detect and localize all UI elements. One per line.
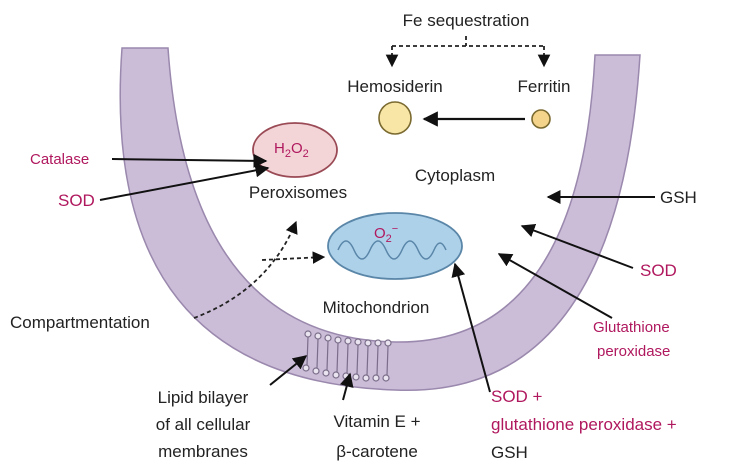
hemosiderin-granule — [378, 101, 412, 135]
sod-right-arrow — [520, 223, 634, 269]
compartmentation-to-peroxisome-arrow — [193, 220, 298, 319]
glutathione-peroxidase-label-line1: Glutathione — [593, 319, 670, 336]
sod-left-arrow — [99, 163, 270, 201]
lipid-bilayer-detail — [302, 330, 392, 382]
ferritin-label: Ferritin — [518, 77, 571, 96]
vitamin-line1: Vitamin E + — [333, 412, 420, 431]
compartmentation-to-mito-arrow — [261, 251, 326, 264]
sod-left-label: SOD — [58, 191, 95, 210]
lipid-bilayer-arrow — [269, 355, 308, 386]
gsh-right-label: GSH — [660, 188, 697, 207]
compartmentation-label: Compartmentation — [10, 313, 150, 332]
mitochondrion — [327, 212, 463, 280]
lipid-bilayer-line2: of all cellular — [156, 415, 251, 434]
catalase-arrow — [111, 153, 268, 168]
fe-sequestration-label: Fe sequestration — [403, 11, 530, 30]
catalase-label: Catalase — [30, 151, 89, 168]
h2o2-label: H2O2 — [274, 140, 309, 160]
sod-combo-arrow — [451, 262, 491, 393]
glutathione-peroxidase-arrow — [497, 253, 613, 319]
vitamin-line2: β-carotene — [336, 442, 418, 461]
vitamin-arrow — [339, 372, 354, 401]
cytoplasm-label: Cytoplasm — [415, 166, 495, 185]
glutathione-peroxidase-label-line2: peroxidase — [597, 343, 670, 360]
hemosiderin-label: Hemosiderin — [347, 77, 442, 96]
lipid-bilayer-line3: membranes — [158, 442, 248, 461]
fe-sequestration-bracket — [385, 36, 551, 68]
mitochondrion-label: Mitochondrion — [323, 298, 430, 317]
ferritin-granule — [531, 109, 551, 129]
lipid-bilayer-line1: Lipid bilayer — [158, 388, 249, 407]
peroxisomes-label: Peroxisomes — [249, 183, 347, 202]
sod-right-label: SOD — [640, 261, 677, 280]
superoxide-label: O2− — [374, 223, 398, 245]
cell-membrane — [119, 47, 641, 391]
peroxisome — [252, 122, 338, 178]
sod-combo-line2: glutathione peroxidase + — [491, 415, 677, 434]
sod-combo-line3: GSH — [491, 443, 528, 462]
sod-combo-line1: SOD + — [491, 387, 543, 406]
